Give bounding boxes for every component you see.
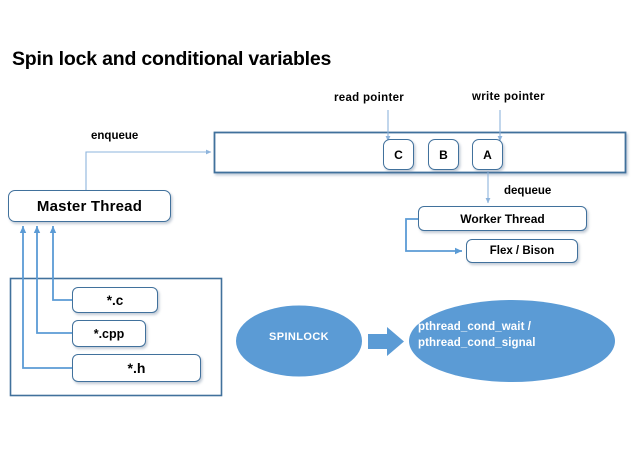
enqueue-connector [85,149,212,190]
file-cpp-node[interactable]: *.cpp [72,320,146,347]
file-cpp-to-master-connector [33,226,72,334]
read-pointer-label: read pointer [334,92,405,104]
queue-cell-c[interactable]: C [383,139,414,170]
pthread-cond-label: pthread_cond_wait / pthread_cond_signal [418,321,536,349]
source-files-container [9,277,223,397]
enqueue-label: enqueue [91,130,139,142]
queue-cell-b[interactable]: B [428,139,459,170]
file-h-to-master-connector [19,226,72,369]
page-title: Spin lock and conditional variables [12,48,332,70]
queue-cell-a[interactable]: A [472,139,503,170]
spinlock-ellipse [236,305,362,377]
queue-outer-rect [213,131,627,174]
file-c-node[interactable]: *.c [72,287,158,313]
file-h-node[interactable]: *.h [72,354,201,382]
worker-to-flex-connector [405,218,462,255]
write-pointer-label: write pointer [472,91,545,103]
spinlock-to-cond-arrow [368,327,404,356]
worker-thread-node[interactable]: Worker Thread [418,206,587,231]
file-c-to-master-connector [49,226,72,301]
cond-ellipse [409,300,615,382]
dequeue-label: dequeue [504,185,552,197]
spinlock-label: SPINLOCK [268,331,330,343]
master-thread-node[interactable]: Master Thread [8,190,171,222]
flex-bison-node[interactable]: Flex / Bison [466,239,578,263]
